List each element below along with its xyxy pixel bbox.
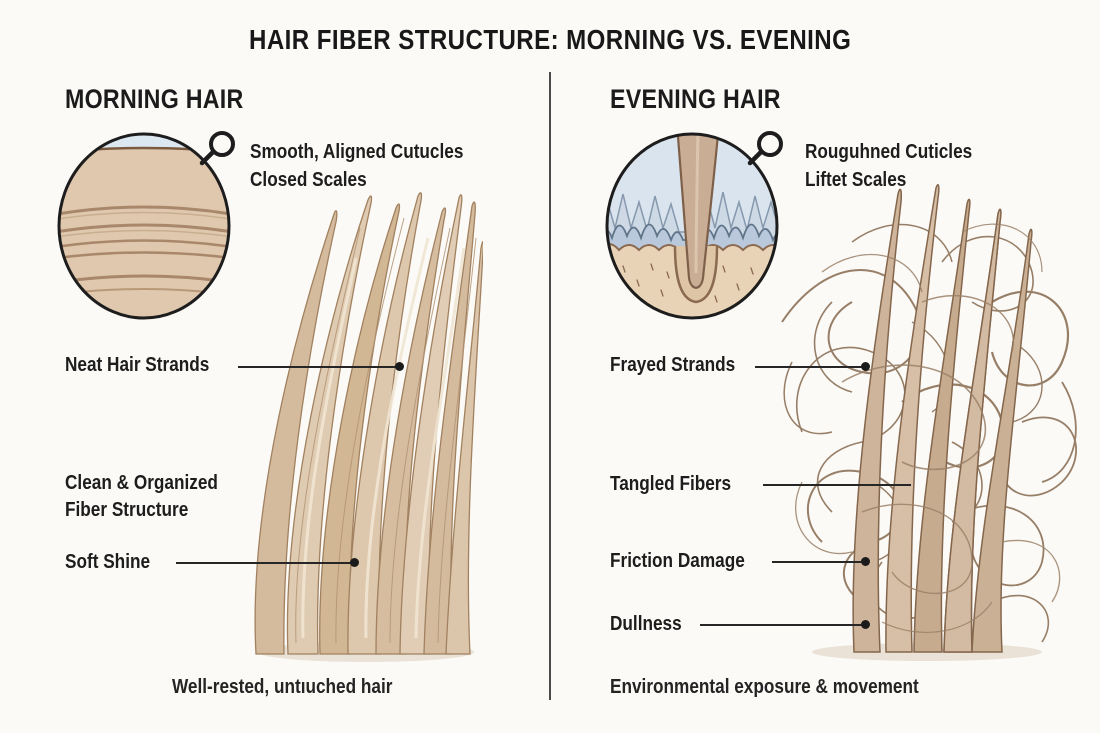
evening-panel-header: EVENING HAIR: [610, 84, 781, 114]
morning-panel-header: MORNING HAIR: [65, 84, 244, 114]
morning-caption: Well-rested, untıuched hair: [172, 676, 393, 698]
leader-soft-shine: [176, 558, 359, 567]
leader-friction-damage: [772, 557, 870, 566]
label-neat-hair-strands: Neat Hair Strands: [65, 354, 210, 376]
leader-frayed-strands: [755, 362, 870, 371]
rough-cuticle-illustration: [605, 131, 783, 320]
magnifier-icon: [747, 131, 783, 166]
label-dullness: Dullness: [610, 613, 682, 635]
label-soft-shine: Soft Shine: [65, 551, 151, 573]
evening-magnifier-caption: Rouguhned Cuticles Liftet Scales: [805, 141, 973, 191]
leader-dullness: [700, 620, 870, 629]
leader-tangled-fibers: [763, 484, 911, 486]
label-tangled-fibers: Tangled Fibers: [610, 473, 732, 495]
page-title-row: HAIR FIBER STRUCTURE: MORNING VS. EVENIN…: [0, 24, 1100, 56]
panel-divider: [549, 72, 551, 700]
leader-neat-hair-strands: [238, 362, 404, 371]
page-title: HAIR FIBER STRUCTURE: MORNING VS. EVENIN…: [248, 24, 852, 55]
label-frayed-strands: Frayed Strands: [610, 354, 736, 376]
magnifier-icon: [199, 131, 235, 166]
smooth-cuticle-illustration: [57, 131, 235, 320]
label-friction-damage: Friction Damage: [610, 550, 745, 572]
morning-magnifier-caption: Smooth, Aligned Cutucles Closed Scales: [250, 141, 464, 191]
label-clean-organized: Clean & Organized Fiber Structure: [65, 472, 218, 521]
evening-caption: Environmental exposure & movement: [610, 676, 919, 698]
smooth-hair-strands-illustration: [254, 192, 483, 662]
tangled-hair-illustration: [781, 184, 1077, 661]
